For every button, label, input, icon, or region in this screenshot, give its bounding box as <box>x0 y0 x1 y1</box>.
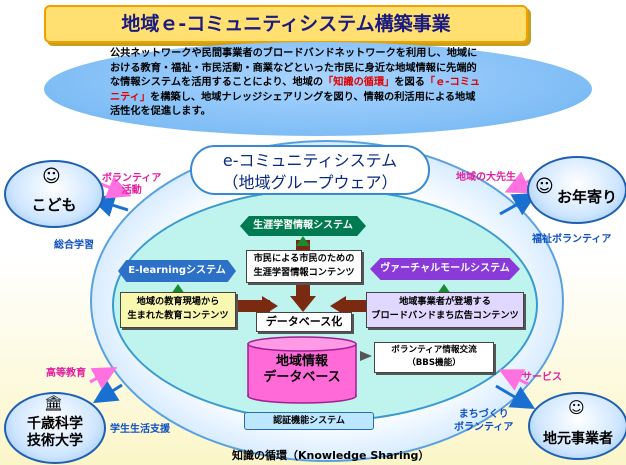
connector-left <box>226 300 270 312</box>
arrow-to-univ <box>92 380 123 404</box>
system-title: e-コミュニティシステム （地域グループウェア） <box>190 145 430 195</box>
label-local-elder: 地域の大先生 <box>456 172 516 183</box>
intro-line: 公共ネットワークや民間事業者のブロードバンドネットワークを利用し、地域に <box>110 48 478 59</box>
arrow-head-center <box>290 296 316 312</box>
page-title: 地域ｅ-コミュニティシステム構築事業 <box>44 5 528 43</box>
shop-icon: ☺ <box>568 398 585 417</box>
module-lifelong-desc: 市民による市民のための 生涯学習情報コンテンツ <box>246 250 362 283</box>
node-elder: ☺ お年寄り <box>527 156 626 224</box>
desc-line: 地域事業者が登場する <box>399 296 491 307</box>
arrow-bbs <box>360 351 372 361</box>
node-label-line: 千歳科学 <box>27 416 83 432</box>
intro-highlight: ニティ」 <box>110 91 151 103</box>
module-mall-desc: 地域事業者が登場する ブロードバンドまち広告コンテンツ <box>366 292 524 328</box>
node-label: お年寄り <box>556 188 617 206</box>
label-volunteer-activity: ボランティア 活動 <box>102 173 161 197</box>
module-bbs: ボランティア情報交流 （BBS機能） <box>374 342 494 373</box>
node-label: 千歳科学 技術大学 <box>6 416 104 450</box>
intro-ellipse <box>44 42 592 136</box>
arrow-to-business <box>495 384 536 410</box>
label-higher-edu: 高等教育 <box>46 368 86 379</box>
intro-highlight: 「ｅ-コミュ <box>424 77 481 89</box>
arrow-head-left <box>262 296 278 316</box>
intro-span: を図る <box>394 77 425 89</box>
desc-line: 地域の教育現場から <box>136 296 220 307</box>
intro-text: 公共ネットワークや民間事業者のブロードバンドネットワークを利用し、地域に おける… <box>110 47 540 120</box>
hex-connector <box>171 284 185 294</box>
intro-highlight: 「知識の循環」 <box>323 77 395 89</box>
elder-icon: ☺ <box>535 176 554 197</box>
label-student-support: 学生生活支援 <box>110 424 170 435</box>
node-university: 🏛 千歳科学 技術大学 <box>4 392 106 464</box>
node-business: ☺ 地元事業者 <box>528 392 626 460</box>
label-line: ボランティア <box>454 422 514 433</box>
db-label: データベース化 <box>256 312 352 332</box>
node-kodomo: ☺ こども <box>4 160 104 228</box>
label-line: まちづくり <box>458 409 509 420</box>
building-icon: 🏛 <box>44 394 64 412</box>
node-label: 地元事業者 <box>543 431 613 447</box>
db-text: 地域情報 データベース <box>246 354 358 386</box>
module-lifelong: 生涯学習情報システム <box>240 216 366 236</box>
arrow-head-right <box>330 296 346 316</box>
intro-line: ニティ」を構築し、地域ナレッジシェアリングを図り、情報の利活用による地域 <box>110 91 540 106</box>
label-line: ボランティア <box>102 173 162 184</box>
module-elearning: E-learningシステム <box>118 260 236 282</box>
label-line: 活動 <box>121 185 142 196</box>
intro-line: な情報システムを活用することにより、地域の「知識の循環」を図る「ｅ-コミュ <box>110 76 540 91</box>
arrow-to-elder <box>499 193 538 216</box>
module-elearning-desc: 地域の教育現場から 生まれた教育コンテンツ <box>120 292 236 328</box>
desc-line: 市民による市民のための <box>253 253 355 264</box>
bbs-line: ボランティア情報交流 <box>391 345 477 355</box>
intro-span: を構築し、地域ナレッジシェアリングを図り、情報の利活用による地域 <box>150 91 476 103</box>
system-sub: （地域グループウェア） <box>222 173 398 192</box>
label-service: サービス <box>522 372 562 383</box>
database-cylinder <box>247 336 357 404</box>
desc-line: 生まれた教育コンテンツ <box>127 310 229 321</box>
arrow-from-univ <box>89 367 118 390</box>
hex-connector <box>437 284 451 294</box>
db-text-line: 地域情報 <box>275 354 328 369</box>
bbs-line: （BBS機能） <box>407 358 461 368</box>
module-auth: 認証機能システム <box>244 412 374 430</box>
hex-connector <box>296 236 310 246</box>
label-town-volunteer: まちづくり ボランティア <box>454 408 513 434</box>
label-general-study: 総合学習 <box>54 240 94 251</box>
system-name: e-コミュニティシステム <box>222 151 398 170</box>
module-virtual-mall: ヴァーチャルモールシステム <box>370 258 520 280</box>
label-knowledge-sharing: 知識の循環（Knowledge Sharing） <box>232 449 430 462</box>
intro-line: おける教育・福祉・市民活動・商業などといった市民に身近な地域情報に先端的 <box>110 62 477 74</box>
node-label: こども <box>31 196 77 214</box>
desc-line: ブロードバンドまち広告コンテンツ <box>371 310 519 321</box>
intro-span: な情報システムを活用することにより、地域の <box>110 77 324 89</box>
label-welfare-volunteer: 福祉ボランティア <box>532 234 612 245</box>
child-icon: ☺ <box>42 166 61 187</box>
arrow-from-business <box>498 369 529 391</box>
intro-line: 活性化を促進します。 <box>110 106 211 118</box>
desc-line: 生涯学習情報コンテンツ <box>253 267 355 278</box>
db-text-line: データベース <box>263 370 341 385</box>
node-label-line: 技術大学 <box>27 433 83 449</box>
